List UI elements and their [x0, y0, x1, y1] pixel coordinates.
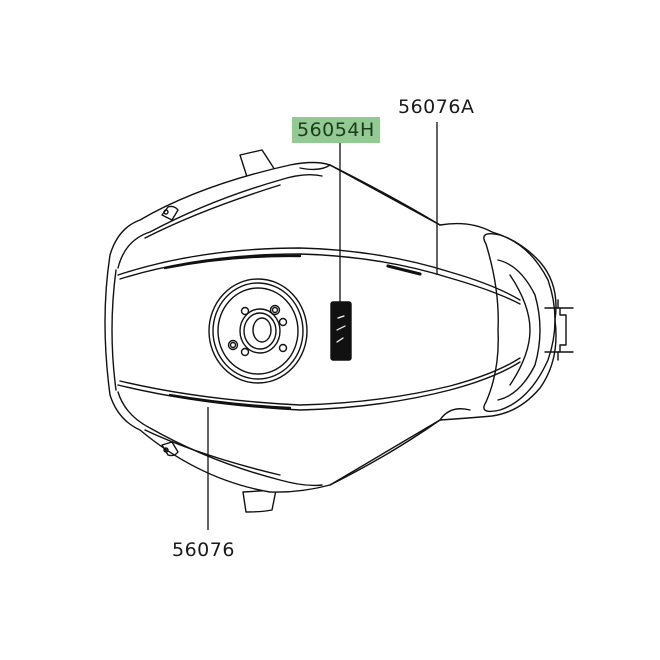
rear-cowl	[484, 234, 555, 412]
callout-56076[interactable]: 56076	[172, 539, 235, 561]
bottom-fin	[243, 490, 276, 512]
callout-56076A[interactable]: 56076A	[398, 96, 475, 118]
callout-56054H[interactable]: 56054H	[292, 117, 380, 143]
emblem-decal	[331, 302, 351, 360]
rear-bracket	[545, 308, 566, 352]
fuel-cap	[209, 279, 307, 383]
